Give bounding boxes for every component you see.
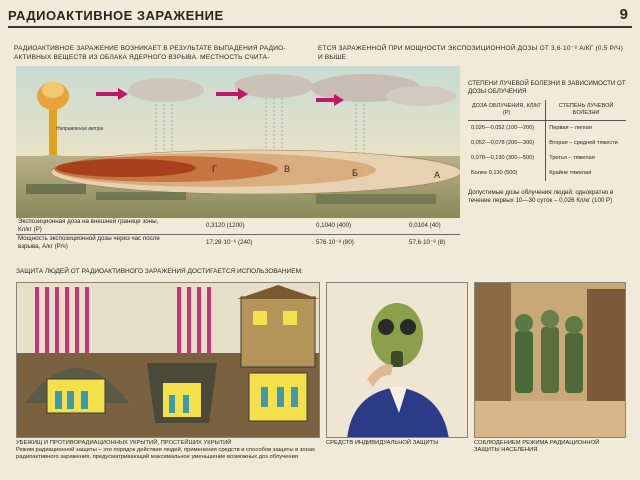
measure-value: 57,6·10⁻⁸ (8): [409, 239, 446, 246]
degrees-table: ДОЗА ОБЛУЧЕНИЯ, Кл/кг (Р) СТЕПЕНЬ ЛУЧЕВО…: [468, 100, 626, 181]
caption-regime: соблюдением режима радиационной защиты н…: [474, 440, 600, 453]
measure-label: Мощность экспозиционной дозы через час п…: [18, 235, 160, 250]
people-in-protective-suits: [515, 310, 583, 393]
page-header: РАДИОАКТИВНОЕ ЗАРАЖЕНИЕ 9: [8, 6, 632, 28]
measure-value: 0,0104 (40): [409, 222, 441, 229]
wind-label: Направление ветра: [56, 126, 104, 132]
table-row: 0,026—0,052 (100—200) Первая – легкая: [468, 120, 626, 136]
caption-shelters: убежищ и противорадиационных укрытий, пр…: [16, 440, 320, 461]
building-wall: [475, 283, 511, 403]
hand: [367, 364, 393, 387]
page-title: РАДИОАКТИВНОЕ ЗАРАЖЕНИЕ: [8, 8, 224, 23]
dose-cell: 0,078—0,130 (300—500): [471, 155, 535, 161]
degree-cell: Крайне тяжелая: [545, 166, 626, 181]
table-row: 0,078—0,130 (300—500) Третья – тяжелая: [468, 151, 626, 166]
cloud: [234, 74, 314, 98]
rubble: [475, 401, 625, 437]
radiation-sickness-table: СТЕПЕНИ ЛУЧЕВОЙ БОЛЕЗНИ В ЗАВИСИМОСТИ ОТ…: [468, 80, 626, 205]
permissible-dose-note: Допустимые дозы облучения людей: однокра…: [468, 189, 614, 204]
caption-gas-mask: средств индивидуальной защиты: [326, 440, 439, 446]
zone-letter-v: В: [284, 164, 290, 174]
radiation-arrows: [35, 287, 211, 357]
measure-value: 17,28·10⁻⁶ (240): [206, 239, 253, 246]
shelters-illustration: [16, 282, 320, 438]
measure-row-rate: Мощность экспозиционной дозы через час п…: [16, 234, 460, 250]
dose-cell: Более 0,130 (500): [471, 170, 518, 176]
caption-shelters-title: убежищ и противорадиационных укрытий, пр…: [16, 440, 232, 446]
zone-letter-b: Б: [352, 168, 358, 178]
fallout-illustration: Направление ветра Г В Б А: [16, 66, 460, 218]
degree-cell: Третья – тяжелая: [545, 151, 626, 166]
cloud: [128, 78, 204, 102]
protection-regime-illustration: [474, 282, 626, 438]
gas-mask-icon: [371, 303, 423, 367]
measure-value: 0,1040 (400): [316, 222, 352, 229]
caption-shelters-body: Режим радиационной защиты – это порядок …: [16, 447, 315, 460]
degree-cell: Первая – легкая: [545, 120, 626, 136]
dose-cell: 0,026—0,052 (100—200): [471, 125, 535, 131]
intro-text-left: РАДИОАКТИВНОЕ ЗАРАЖЕНИЕ ВОЗНИКАЕТ В РЕЗУ…: [14, 45, 286, 61]
measure-value: 0,3120 (1200): [206, 222, 245, 229]
protection-heading: ЗАЩИТА ЛЮДЕЙ ОТ РАДИОАКТИВНОГО ЗАРАЖЕНИЯ…: [16, 268, 303, 275]
zone-letter-a: А: [434, 170, 440, 180]
wind-arrows: [96, 88, 344, 106]
page-number: 9: [619, 6, 628, 23]
sheltered-people: [55, 391, 88, 409]
intro-text-right: ЕТСЯ ЗАРАЖЕННОЙ ПРИ МОЩНОСТИ ЭКСПОЗИЦИОН…: [318, 45, 623, 61]
zone-g: [56, 159, 196, 177]
measure-row-dose: Экспозиционная доза на внешней границе з…: [16, 218, 460, 234]
table-row: 0,052—0,078 (200—300) Вторая – средней т…: [468, 136, 626, 151]
measure-label: Экспозиционная доза на внешней границе з…: [18, 218, 159, 233]
zone-letter-g: Г: [212, 164, 217, 174]
house: [240, 296, 316, 368]
gas-mask-illustration: [326, 282, 468, 438]
degree-cell: Вторая – средней тяжести: [545, 136, 626, 151]
forest: [26, 184, 436, 204]
fallout-streaks: [155, 94, 365, 161]
trench-interior: [163, 383, 201, 417]
jacket: [347, 387, 449, 437]
table-caption: СТЕПЕНИ ЛУЧЕВОЙ БОЛЕЗНИ В ЗАВИСИМОСТИ ОТ…: [468, 80, 626, 95]
dose-measurements: Экспозиционная доза на внешней границе з…: [16, 216, 460, 252]
cloud: [386, 86, 456, 106]
dose-cell: 0,052—0,078 (200—300): [471, 140, 535, 146]
measure-value: 576·10⁻⁸ (80): [316, 239, 354, 246]
column-header-degree: СТЕПЕНЬ ЛУЧЕВОЙ БОЛЕЗНИ: [545, 100, 626, 121]
column-header-dose: ДОЗА ОБЛУЧЕНИЯ, Кл/кг (Р): [468, 100, 546, 121]
table-row: Более 0,130 (500) Крайне тяжелая: [468, 166, 626, 181]
